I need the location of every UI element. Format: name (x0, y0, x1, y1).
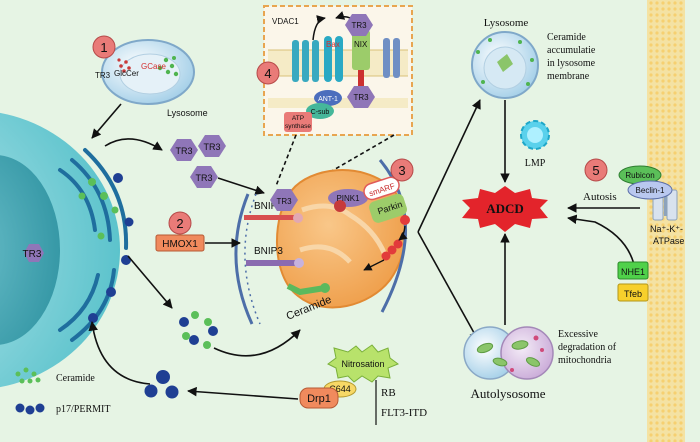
lysosome-right (471, 31, 539, 99)
ceramide-accum-line-3: in lysosome (547, 58, 596, 69)
inset-dash-left (275, 134, 297, 187)
hmox1-box (155, 234, 205, 252)
lmp-label: LMP (525, 158, 546, 169)
autosis-label: Autosis (583, 191, 617, 203)
arrow-tr3-to-mito (217, 177, 265, 195)
bnip3l-label: BNIP3L (254, 201, 289, 212)
autolysosome-label: Autolysosome (470, 386, 545, 401)
legend-ceramide-label: Ceramide (56, 373, 95, 384)
gcase-lysosome (101, 39, 195, 105)
nak-label: Na⁺-K⁺- (650, 224, 683, 234)
nix-label: NIX (354, 40, 368, 49)
legend-ceramide-dots (15, 367, 41, 384)
drp1-label: Drp1 (307, 393, 331, 405)
inset-dash-right (329, 134, 395, 173)
inset-box (263, 5, 413, 136)
glccer-label: GlcCer (114, 69, 139, 78)
adcd-starburst (462, 186, 548, 232)
tfeb-label: Tfeb (624, 289, 642, 299)
bax-label: Bax (326, 40, 340, 49)
flt3-label: FLT3-ITD (381, 407, 427, 419)
mito-tr3-label: TR3 (276, 197, 292, 206)
gcase-label: GCase (141, 62, 166, 71)
inset-tr3-bottom (347, 86, 375, 108)
lmp-icon (520, 120, 550, 150)
ceramide-receptor (286, 283, 330, 296)
marker-1: 1 (100, 40, 107, 55)
legend-permit-label: p17/PERMIT (56, 404, 110, 415)
lyso1-tr3-label: TR3 (95, 71, 111, 80)
tr3-hex-a (170, 139, 198, 161)
lysosome-2-label: Lysosome (484, 17, 529, 29)
tfeb-box (617, 283, 649, 302)
cell-tr3-hex (24, 244, 44, 262)
rubicon-label: Rubicon (625, 171, 654, 180)
mito-tr3-hex (270, 189, 298, 211)
permit-cluster-bottom (144, 370, 179, 399)
ceramide-accum-line-4: membrane (547, 71, 590, 82)
autolysosome (463, 326, 554, 380)
adcd-label: ADCD (486, 201, 524, 216)
nhe1-label: NHE1 (621, 267, 645, 277)
excessive-line-2: degradation of (558, 342, 617, 353)
cell: TR3 (0, 112, 134, 388)
excessive-line-1: Excessive (558, 329, 599, 340)
marker-3: 3 (398, 163, 405, 178)
atp-label-1: ATP (292, 115, 304, 122)
ceramide-accum-line-1: Ceramide (547, 32, 586, 43)
atp-label-2: synthase (285, 123, 311, 130)
rb-label: RB (381, 387, 396, 399)
inset-tr3-top (345, 14, 373, 36)
smarf-parkin (363, 176, 407, 223)
marker-5: 5 (592, 163, 599, 178)
ceramide-accum-line-2: accumulatie (547, 45, 596, 56)
bnip3-receptor (246, 258, 304, 268)
nak-atpase-pump (652, 189, 678, 221)
nitrosation-label: Nitrosation (341, 359, 384, 369)
arrow-golgi-to-tr3 (104, 138, 163, 151)
arrow-lyso-to-golgi (91, 103, 122, 139)
ant1-label: ANT-1 (318, 96, 338, 103)
tr3-c-label: TR3 (195, 173, 212, 183)
pink1-label: PINK1 (336, 194, 360, 203)
inset-tr3-top-label: TR3 (351, 21, 367, 30)
nitrosation-starburst (327, 344, 400, 383)
inset-tr3-bottom-label: TR3 (353, 93, 369, 102)
membrane-left (234, 193, 254, 325)
marker-4: 4 (264, 66, 271, 81)
tr3-hex-b (198, 135, 226, 157)
marker-2: 2 (176, 216, 183, 231)
cluster-ceramide-permit (179, 311, 218, 349)
ubiquitin-chain (381, 215, 410, 261)
legend-permit-icon (15, 403, 45, 415)
bnip3-label: BNIP3 (254, 246, 283, 257)
tr3-hex-c (190, 166, 218, 188)
c644-label: C644 (329, 384, 351, 394)
membrane-right (378, 159, 407, 313)
pink1 (328, 189, 368, 212)
golgi-ceramide-dots (78, 178, 119, 240)
atpase-label: ATPase (653, 236, 684, 246)
hmox1-label: HMOX1 (162, 239, 198, 250)
cell-tr3-label: TR3 (23, 249, 42, 260)
excessive-line-3: mitochondria (558, 355, 612, 366)
csub-label: C-sub (311, 109, 330, 116)
tr3-a-label: TR3 (175, 146, 192, 156)
bnip3l-receptor (244, 213, 303, 223)
lysosome-1-label: Lysosome (167, 108, 208, 118)
beclin-label: Beclin-1 (636, 186, 665, 195)
nhe1-box (617, 261, 649, 280)
drp1-box (299, 387, 339, 409)
golgi-permit (88, 173, 134, 323)
beclin-pill (627, 180, 673, 200)
vdac1-label: VDAC1 (272, 17, 299, 26)
tr3-b-label: TR3 (203, 142, 220, 152)
